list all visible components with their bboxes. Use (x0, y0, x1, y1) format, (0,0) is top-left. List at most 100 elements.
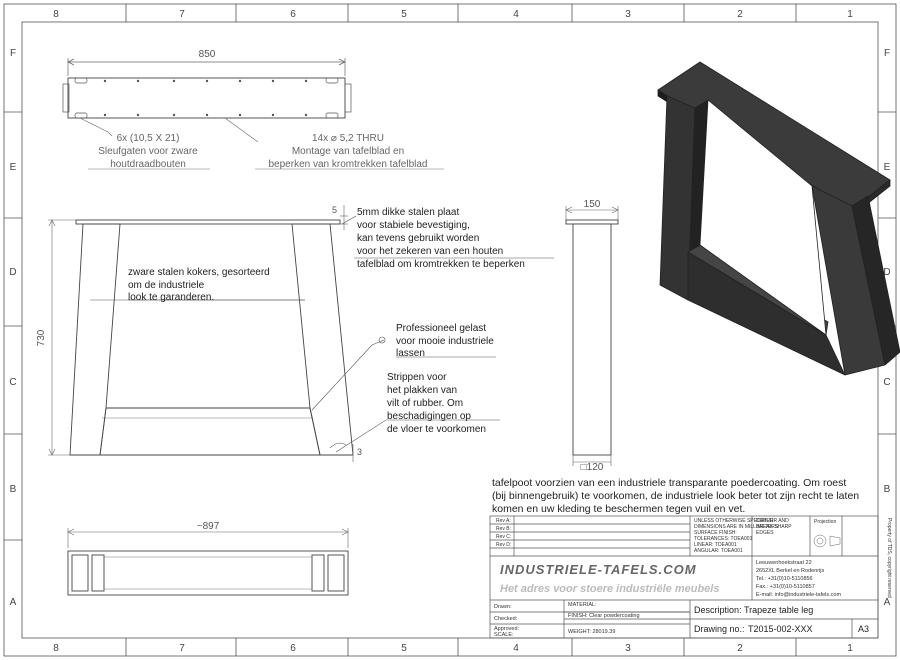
hole-note-line-1: 14x ⌀ 5,2 THRU (312, 133, 384, 144)
slot-note-line-1: 6x (10,5 X 21) (117, 133, 180, 144)
strip-note-line-4: beschadigingen op (387, 411, 471, 422)
tolerance-line-2: DIMENSIONS ARE IN MILLIMETERS (694, 524, 779, 530)
zone-top-5: 5 (401, 9, 407, 20)
hole-note-line-2: Montage van tafelblad en (292, 146, 404, 157)
zone-left-B: B (10, 484, 17, 495)
slot-note-line-3: houtdraadbouten (110, 159, 186, 170)
front-view: 730 5 3 (36, 205, 554, 462)
coating-note: tafelpoot voorzien van een industriele t… (492, 477, 859, 515)
finish-label: FINISH: Clear powdercoating (568, 613, 640, 619)
zone-bottom-1: 1 (847, 643, 853, 654)
tube-note-line-1: zware stalen kokers, gesorteerd (128, 267, 270, 278)
projection-symbol-icon (813, 534, 841, 548)
weld-note-line-2: voor mooie industriele (396, 336, 494, 347)
title-block: Rev A: Rev B: Rev C: Rev D: UNLESS OTHER… (489, 515, 892, 639)
weight-label: WEIGHT: 28019.39 (568, 629, 615, 635)
coating-note-line-3: komen en uw kleding te beschermen tegen … (492, 503, 745, 515)
zone-labels: 8 7 6 5 4 3 2 1 8 7 6 5 4 3 2 1 F E D C … (9, 9, 890, 654)
projection-label: Projection (814, 519, 836, 525)
coating-note-line-1: tafelpoot voorzien van een industriele t… (492, 477, 846, 489)
sheet-size: A3 (858, 624, 869, 634)
company-slogan: Het adres voor stoere industriële meubel… (500, 583, 719, 595)
plate-note-line-5: tafelblad om kromtrekken te beperken (357, 259, 525, 270)
zone-left-D: D (9, 267, 16, 278)
side-tube-dim: □120 (581, 462, 604, 473)
tube-note-line-2: om de industriele (128, 280, 205, 291)
zone-top-8: 8 (53, 9, 59, 20)
bottom-view: ~897 (67, 521, 349, 596)
plate-note-line-2: voor stabiele bevestiging, (357, 220, 470, 231)
weld-note-line-3: lassen (396, 348, 425, 359)
hole-note-line-3: beperken van kromtrekken tafelblad (269, 159, 428, 170)
zone-bottom-8: 8 (53, 643, 59, 654)
plate-note-line-4: voor het zekeren van een houten (357, 246, 503, 257)
zone-bottom-5: 5 (401, 643, 407, 654)
zone-bottom-4: 4 (513, 643, 519, 654)
drawing-number-label: Drawing no.: (694, 624, 745, 634)
tolerance-line-3: SURFACE FINISH: (694, 530, 737, 536)
side-view: 150 □120 (565, 199, 619, 473)
company-logo: INDUSTRIELE-TAFELS.COM (500, 562, 697, 577)
isometric-view (657, 61, 900, 376)
material-label: MATERIAL: (568, 602, 597, 608)
address-line-1: Leeuwenhoekstraat 22 (756, 560, 812, 566)
rev-c-label: Rev C: (496, 534, 511, 540)
bottom-width-dim: ~897 (197, 521, 220, 532)
slot-holes (62, 77, 352, 119)
front-top-plate (75, 219, 341, 225)
description-label: Description: (694, 605, 742, 615)
zone-bottom-3: 3 (625, 643, 631, 654)
zone-top-7: 7 (179, 9, 185, 20)
zone-top-4: 4 (513, 9, 519, 20)
plate-thickness-dim: 5 (332, 205, 337, 215)
address-line-2: 2652XL Berkel en Rodenrijs (756, 568, 825, 574)
top-view-width-dim: 850 (199, 49, 216, 60)
zone-top-6: 6 (290, 9, 296, 20)
coating-note-line-2: (bij binnengebruik) te voorkomen, de ind… (492, 490, 859, 502)
strip-note-line-3: vilt of rubber. Om (387, 398, 463, 409)
zone-right-B: B (884, 484, 891, 495)
address-line-5: E-mail: info@industriele-tafels.com (756, 592, 841, 598)
tolerance-line-6: ANGULAR: TOEA001 (694, 548, 743, 554)
mounting-holes (103, 79, 308, 117)
plate-note-line-1: 5mm dikke stalen plaat (357, 207, 459, 218)
slot-note-line-2: Sleufgaten voor zware (98, 146, 198, 157)
bottom-left-tube (71, 554, 89, 592)
zone-top-2: 2 (737, 9, 743, 20)
front-height-dim: 730 (36, 329, 47, 346)
front-view-leaders (90, 215, 554, 453)
drawing-number-value: T2015-002-XXX (748, 624, 813, 634)
strip-note-line-5: de vloer te voorkomen (387, 424, 486, 435)
deburr-line-3: EDGES (756, 530, 774, 536)
checked-label: Checked: (494, 616, 518, 622)
zone-right-A: A (884, 597, 891, 608)
tolerance-line-5: LINEAR: TOEA001 (694, 542, 737, 548)
zone-left-C: C (9, 377, 16, 388)
zone-right-C: C (883, 377, 890, 388)
foot-strip-dim: 3 (357, 447, 362, 457)
strip-note-line-1: Strippen voor (387, 372, 447, 383)
zone-right-D: D (883, 267, 890, 278)
approved-label: Approved: (494, 626, 520, 632)
top-view-leaders (79, 117, 259, 143)
address-line-3: Tel.: +31(0)10-5110856 (756, 576, 813, 582)
plate-note-line-3: kan tevens gebruikt worden (357, 233, 479, 244)
front-right-leg (291, 223, 354, 456)
side-leg-tube (572, 223, 612, 456)
rev-b-label: Rev B: (496, 526, 511, 532)
zone-right-E: E (884, 162, 891, 173)
zone-bottom-7: 7 (179, 643, 185, 654)
drawn-label: Drawn: (494, 604, 512, 610)
zone-bottom-2: 2 (737, 643, 743, 654)
deburr-line-1: DEBURR AND (756, 518, 789, 524)
zone-left-A: A (10, 597, 17, 608)
zone-top-3: 3 (625, 9, 631, 20)
zone-left-F: F (10, 48, 16, 59)
deburr-line-2: BREAK SHARP (756, 524, 792, 530)
scale-label: SCALE: (494, 632, 514, 638)
tolerance-line-4: TOLERANCES: TOEA001 (694, 536, 753, 542)
description-value: Trapeze table leg (744, 605, 813, 615)
side-top-plate (565, 219, 619, 225)
bottom-right-tube (327, 554, 345, 592)
